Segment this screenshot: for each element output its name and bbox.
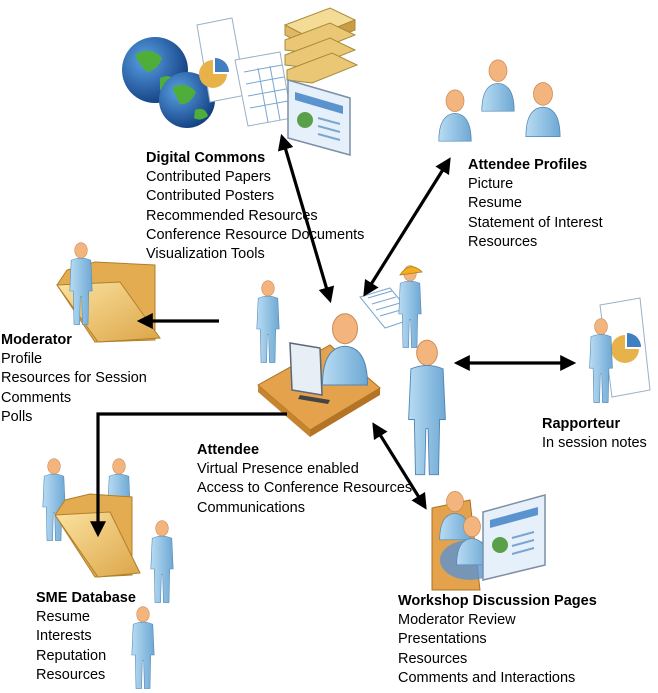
sme-database-block: SME Database Resume Interests Reputation… [36, 589, 136, 685]
person-icon [408, 339, 446, 476]
screen-icon [287, 79, 351, 156]
sme-database-item: Resources [36, 666, 106, 683]
workshop-item: Resources [398, 650, 468, 667]
moderator-item: Polls [1, 408, 33, 425]
digital-commons-item: Visualization Tools [146, 246, 265, 263]
arrow-attendee-digital-commons [277, 133, 335, 304]
moderator-item: Profile [1, 351, 43, 368]
rapporteur-title: Rapporteur [542, 416, 621, 432]
screen-icon [482, 494, 546, 581]
attendee-title: Attendee [197, 442, 260, 458]
sme-database-item: Resume [36, 609, 90, 626]
digital-commons-item: Contributed Posters [146, 188, 275, 205]
arrow-to-sme-database [90, 412, 287, 538]
attendee-profiles-item: Resources [468, 233, 538, 250]
attendee-block: Attendee Virtual Presence enabled Access… [197, 441, 412, 518]
workshop-item: Moderator Review [398, 612, 516, 629]
hardhat-icon [399, 266, 423, 276]
spreadsheet-icon [234, 51, 293, 127]
digital-commons-block: Digital Commons Contributed Papers Contr… [146, 149, 364, 264]
workshop-title: Workshop Discussion Pages [398, 593, 597, 609]
sme-database-title: SME Database [36, 590, 136, 606]
person-icon [438, 89, 472, 142]
attendee-item: Virtual Presence enabled [197, 461, 359, 478]
attendee-profiles-item: Resume [468, 195, 522, 212]
digital-commons-item: Contributed Papers [146, 169, 271, 186]
globe-icon [159, 72, 215, 128]
digital-commons-item: Recommended Resources [146, 207, 318, 224]
moderator-item: Comments [1, 389, 72, 406]
rapporteur-block: Rapporteur In session notes [542, 415, 647, 453]
books-icon [283, 7, 359, 84]
person-icon [525, 81, 561, 138]
document-icon [599, 297, 651, 398]
moderator-item: Resources for Session [1, 370, 147, 387]
workshop-block: Workshop Discussion Pages Moderator Revi… [398, 592, 597, 688]
attendee-item: Access to Conference Resources [197, 480, 413, 497]
workshop-item: Comments and Interactions [398, 669, 576, 686]
attendee-profiles-item: Picture [468, 176, 514, 193]
person-icon [256, 280, 280, 363]
sme-database-item: Reputation [36, 647, 107, 664]
digital-commons-title: Digital Commons [146, 150, 266, 166]
workshop-item: Presentations [398, 631, 487, 648]
arrow-attendee-workshop [372, 422, 427, 510]
person-icon [42, 458, 66, 541]
digital-commons-item: Conference Resource Documents [146, 226, 365, 243]
attendee-profiles-title: Attendee Profiles [468, 157, 588, 173]
attendee-profiles-block: Attendee Profiles Picture Resume Stateme… [468, 156, 603, 252]
person-icon [481, 59, 515, 112]
document-icon [196, 17, 247, 103]
person-icon [398, 265, 422, 348]
person-icon [150, 520, 174, 603]
attendee-profiles-item: Statement of Interest [468, 214, 603, 231]
moderator-block: Moderator Profile Resources for Session … [1, 331, 147, 427]
sme-database-item: Interests [36, 628, 92, 645]
moderator-title: Moderator [1, 332, 72, 348]
rapporteur-item: In session notes [542, 435, 647, 452]
arrow-attendee-profiles [363, 157, 451, 297]
attendee-item: Communications [197, 499, 305, 516]
